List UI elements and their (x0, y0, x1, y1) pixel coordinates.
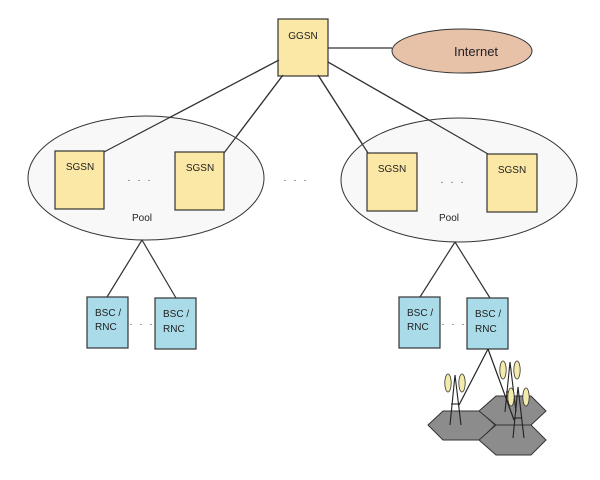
ggsn-label: GGSN (288, 31, 317, 42)
bsc-label-line1: BSC / (475, 309, 501, 320)
cell-hexagon (427, 410, 496, 441)
ggsn-node (277, 18, 329, 77)
link-overlay (327, 61, 489, 155)
link-pool-bsc (454, 241, 491, 299)
pool-2-bsc-group: BSC / RNC BSC / RNC · · · (398, 296, 509, 350)
pool-gap-dots: · · · (283, 175, 309, 186)
sgsn-label: SGSN (186, 163, 214, 174)
bsc-label-line2: RNC (163, 324, 185, 335)
pool-1-bsc-links (106, 239, 177, 299)
ellipsis-dots: · · · (127, 175, 153, 186)
link-pool-bsc (141, 239, 177, 299)
antenna-tower-icon (444, 373, 466, 426)
bsc-rnc-node (154, 297, 197, 350)
sgsn-node (54, 150, 105, 210)
internet-cloud (391, 28, 533, 74)
ellipsis-dots: · · · (129, 319, 155, 330)
link-pool-bsc (419, 241, 456, 298)
ellipsis-dots: · · · (441, 319, 467, 330)
pool-label: Pool (439, 213, 459, 224)
link-overlay (223, 74, 284, 154)
link-overlay (317, 74, 369, 154)
sgsn-label: SGSN (378, 164, 406, 175)
bsc-rnc-node (466, 297, 509, 350)
pool-2-bsc-links (419, 241, 491, 299)
ellipsis-dots: · · · (440, 177, 466, 188)
sgsn-node (486, 153, 538, 213)
pool-label: Pool (132, 213, 152, 224)
sgsn-node (366, 152, 418, 212)
link-overlay (103, 59, 280, 153)
link-bsc-tower (487, 348, 515, 421)
pool-1-bsc-group: BSC / RNC BSC / RNC · · · (86, 296, 197, 350)
sgsn-label: SGSN (66, 162, 94, 173)
cell-hexagon (478, 424, 547, 456)
internet-label: Internet (454, 44, 498, 59)
bsc-label-line1: BSC / (95, 308, 121, 319)
pool-2: SGSN SGSN · · · Pool (317, 61, 578, 243)
bsc-label-line1: BSC / (163, 309, 189, 320)
link-pool-bsc (106, 239, 143, 298)
sgsn-label: SGSN (498, 165, 526, 176)
link-bsc-tower (458, 348, 489, 406)
bsc-label-line2: RNC (475, 324, 497, 335)
bsc-label-line1: BSC / (407, 308, 433, 319)
bsc-label-line2: RNC (407, 322, 429, 333)
bsc-rnc-node (86, 296, 129, 349)
radio-cells (427, 395, 547, 456)
antenna-tower-icon (507, 386, 530, 439)
pool-1: SGSN SGSN · · · Pool (27, 59, 284, 241)
bsc-label-line2: RNC (95, 322, 117, 333)
bsc-tower-links (458, 348, 515, 421)
sgsn-node (174, 151, 225, 211)
bsc-rnc-node (398, 296, 441, 349)
antenna-tower-icon (499, 360, 521, 413)
